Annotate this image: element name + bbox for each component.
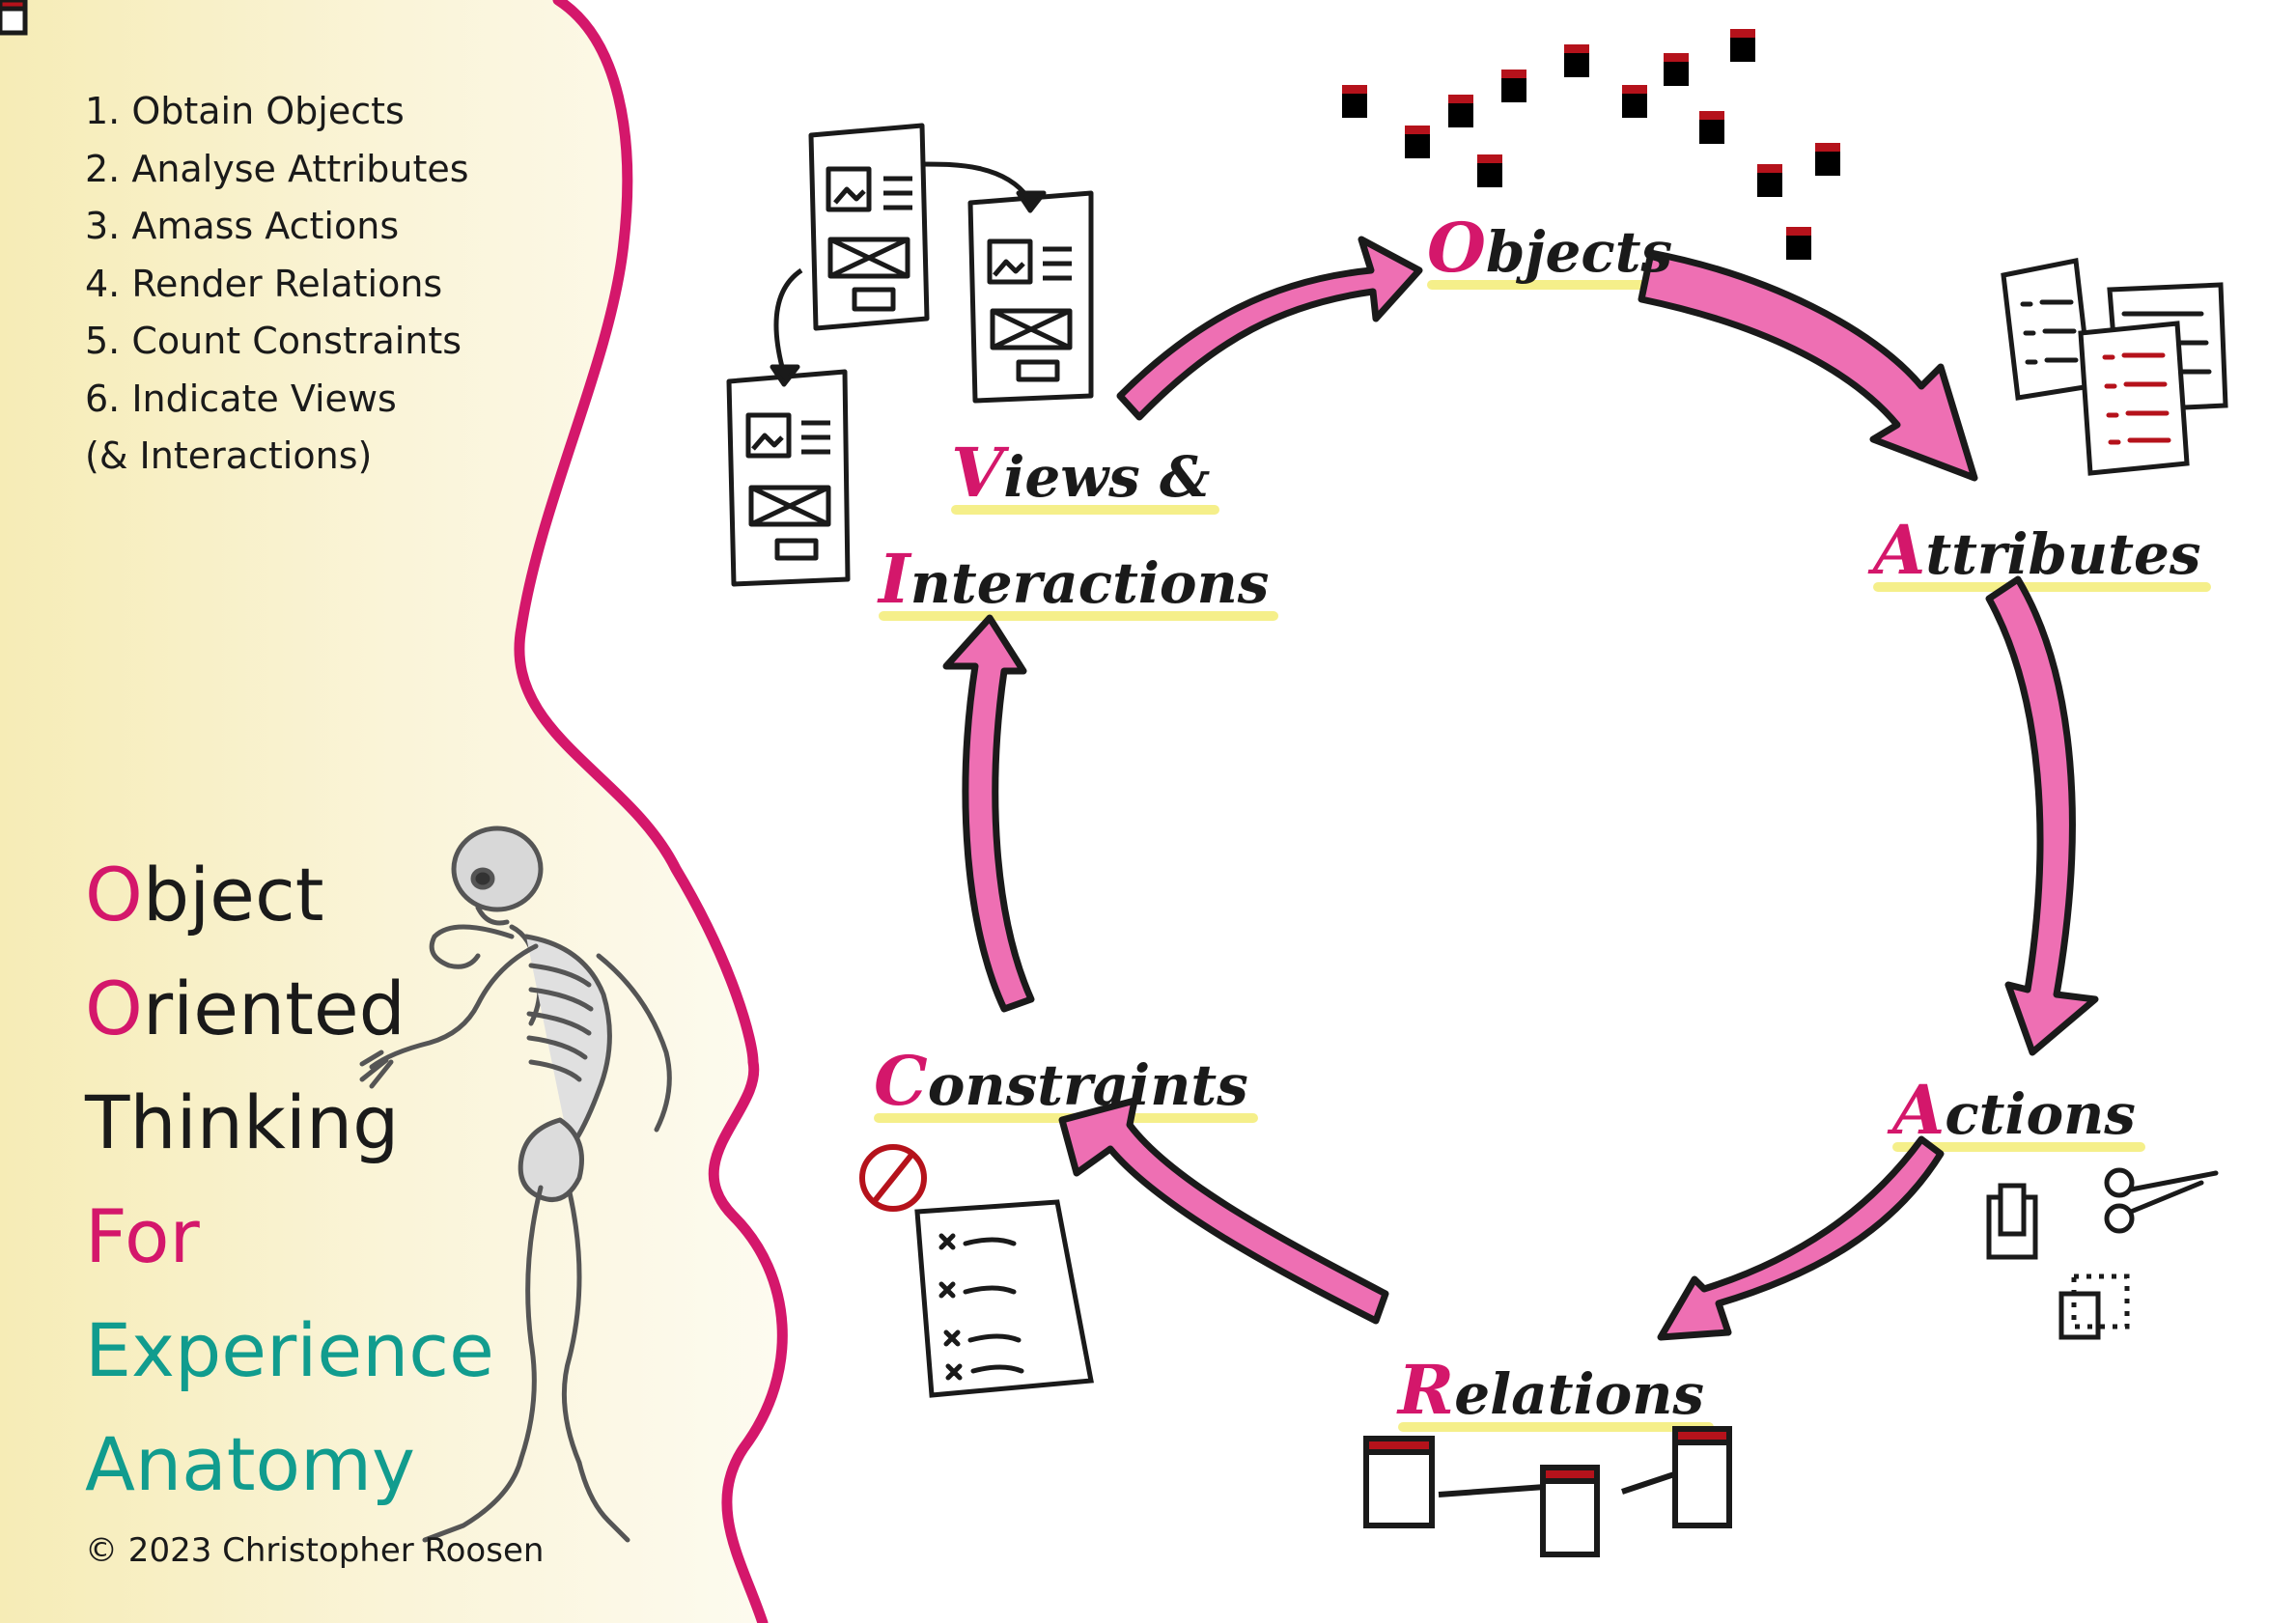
skeleton-illustration bbox=[359, 825, 672, 1543]
label-rest: iews & bbox=[1003, 444, 1211, 510]
step-item: 4. Render Relations bbox=[85, 262, 443, 305]
label-rest: elations bbox=[1454, 1361, 1705, 1427]
cycle-arrow-views-to-objects bbox=[1116, 236, 1423, 421]
title-acronym: Object Oriented Thinking For Experience … bbox=[85, 838, 494, 1522]
label-initial: V bbox=[951, 433, 1004, 513]
label-attributes: Attributes bbox=[1873, 517, 2211, 592]
label-objects: Objects bbox=[1427, 214, 1683, 290]
left-panel-background bbox=[0, 0, 788, 1623]
title-rest: riented bbox=[142, 965, 406, 1051]
scissors-icon bbox=[2104, 1167, 2219, 1234]
label-initial: A bbox=[1873, 510, 1926, 590]
wireframe-icon bbox=[726, 123, 1094, 587]
title-line-thinking: Thinking bbox=[85, 1066, 494, 1180]
label-rest: ttributes bbox=[1925, 521, 2201, 587]
label-initial: A bbox=[1892, 1070, 1946, 1150]
label-constraints: Constraints bbox=[874, 1048, 1258, 1123]
panel-border bbox=[514, 0, 788, 1623]
label-views: Views & bbox=[951, 439, 1220, 515]
copyright-notice: © 2023 Christopher Roosen bbox=[85, 1531, 545, 1570]
title-rest: Thinking bbox=[85, 1079, 400, 1165]
label-rest: bjects bbox=[1485, 219, 1673, 285]
label-initial: I bbox=[879, 539, 910, 619]
step-item: 3. Amass Actions bbox=[85, 205, 400, 247]
panel-fill bbox=[0, 0, 783, 1623]
relation-link-icon bbox=[1363, 1426, 1732, 1557]
cycle-arrow-attributes-to-actions bbox=[1985, 575, 2099, 1056]
step-item: 6. Indicate Views bbox=[85, 377, 397, 420]
cycle-arrow-actions-to-relations bbox=[1657, 1135, 1945, 1341]
label-relations: Relations bbox=[1398, 1357, 1715, 1432]
step-item: (& Interactions) bbox=[85, 434, 373, 477]
selection-icon bbox=[2058, 1273, 2130, 1340]
step-item: 1. Obtain Objects bbox=[85, 90, 405, 132]
label-initial: R bbox=[1398, 1350, 1455, 1430]
label-initial: C bbox=[874, 1041, 928, 1121]
title-line-experience: Experience bbox=[85, 1294, 494, 1408]
clipboard-icon bbox=[1986, 1183, 2038, 1260]
title-rest: For bbox=[85, 1193, 200, 1279]
attribute-list-icon bbox=[2001, 258, 2228, 476]
title-initial: O bbox=[85, 965, 143, 1051]
step-item: 5. Count Constraints bbox=[85, 320, 462, 362]
title-line-object: Object bbox=[85, 838, 494, 952]
label-interactions: Interactions bbox=[879, 546, 1279, 621]
label-initial: O bbox=[1427, 208, 1486, 288]
steps-list: 1. Obtain Objects 2. Analyse Attributes … bbox=[85, 83, 469, 486]
object-card-icon bbox=[0, 0, 28, 36]
label-rest: onstraints bbox=[927, 1052, 1248, 1118]
constraint-list-icon bbox=[914, 1199, 1094, 1398]
label-rest: nteractions bbox=[910, 550, 1270, 616]
title-initial: O bbox=[85, 852, 143, 937]
blocked-icon bbox=[859, 1144, 927, 1212]
title-rest: Anatomy bbox=[85, 1421, 416, 1507]
label-actions: Actions bbox=[1892, 1077, 2145, 1152]
title-line-for: For bbox=[85, 1180, 494, 1294]
cycle-arrow-relations-to-constraints bbox=[1058, 1097, 1389, 1325]
title-line-anatomy: Anatomy bbox=[85, 1408, 494, 1522]
step-item: 2. Analyse Attributes bbox=[85, 147, 469, 190]
title-line-oriented: Oriented bbox=[85, 952, 494, 1066]
label-rest: ctions bbox=[1945, 1081, 2136, 1147]
title-rest: bject bbox=[142, 852, 324, 937]
cycle-arrow-constraints-to-views bbox=[942, 614, 1035, 1013]
cycle-arrow-objects-to-attributes bbox=[1638, 249, 1978, 482]
title-rest: Experience bbox=[85, 1307, 494, 1393]
